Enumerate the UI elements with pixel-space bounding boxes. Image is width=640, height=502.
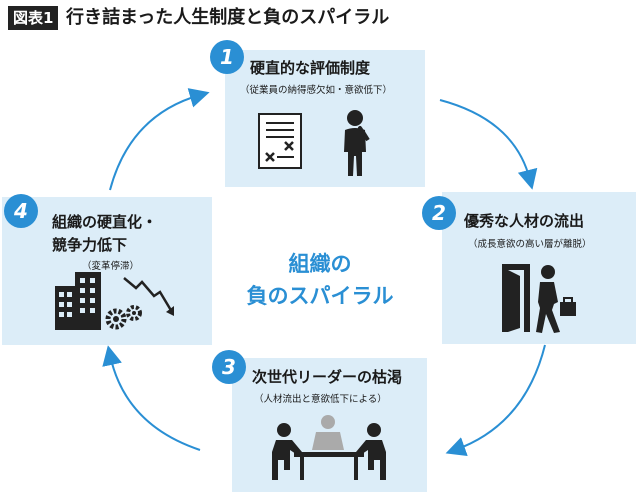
- thinking-person-icon: [344, 110, 370, 176]
- step-3-title: 次世代リーダーの枯渇: [252, 368, 403, 386]
- step-1-badge: 1: [210, 40, 244, 74]
- center-label-line2: 負のスパイラル: [246, 284, 394, 308]
- step-3-badge: 3: [212, 350, 246, 384]
- document-icon: [258, 113, 302, 169]
- gears-icon: [105, 305, 142, 330]
- arrow-3-to-4: [102, 345, 201, 451]
- step-3-subtitle: （人材流出と意欲低下による）: [254, 394, 387, 405]
- step-4-card: [2, 197, 212, 345]
- step-1-title: 硬直的な評価制度: [250, 59, 371, 77]
- exit-door-person-icon: [502, 264, 576, 333]
- step-4-title-line1: 組織の硬直化・: [52, 213, 158, 231]
- step-1-subtitle: （従業員の納得感欠如・意欲低下）: [240, 85, 393, 96]
- step-2-subtitle: （成長意欲の高い層が離脱）: [468, 239, 592, 250]
- center-label-line1: 組織の: [288, 252, 352, 276]
- figure-label: 図表1: [8, 6, 59, 30]
- arrow-2-to-3: [445, 344, 546, 457]
- declining-chart-icon: [123, 277, 174, 316]
- step-2-title: 優秀な人材の流出: [464, 212, 585, 230]
- meeting-table-icon: [272, 415, 386, 480]
- arrow-4-to-1: [109, 88, 210, 191]
- step-4-badge: 4: [4, 194, 38, 228]
- buildings-icon: [55, 272, 101, 330]
- step-4-title-line2: 競争力低下: [52, 236, 128, 254]
- figure-title: 行き詰まった人生制度と負のスパイラル: [66, 7, 390, 28]
- step-4-subtitle: （変革停滞）: [82, 261, 140, 272]
- step-2-badge: 2: [422, 196, 456, 230]
- arrow-1-to-2: [439, 99, 538, 190]
